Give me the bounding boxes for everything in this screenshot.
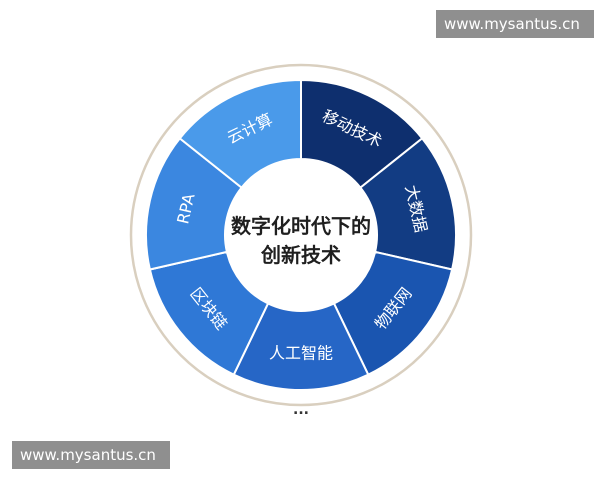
center-title-line2: 创新技术 <box>260 243 341 267</box>
center-circle <box>225 159 377 311</box>
outer-ring <box>129 63 473 407</box>
watermark-top: www.mysantus.cn <box>436 10 594 38</box>
watermark-bottom: www.mysantus.cn <box>12 441 170 469</box>
segment-label: 人工智能 <box>269 344 333 363</box>
center-title-line1: 数字化时代下的 <box>231 214 371 238</box>
more-ellipsis: ... <box>293 402 309 418</box>
